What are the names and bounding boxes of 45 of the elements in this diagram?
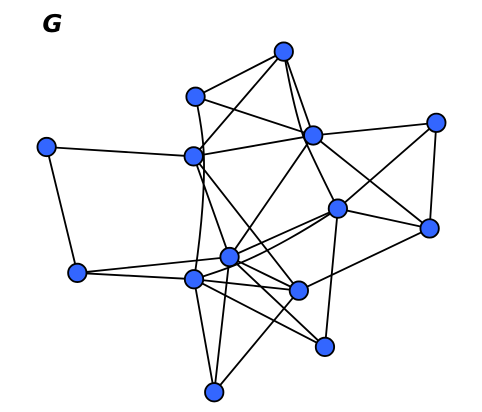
connector — [218, 297, 293, 386]
connector — [55, 146, 184, 157]
connector — [201, 282, 317, 344]
connector — [202, 55, 276, 94]
connector — [202, 279, 290, 291]
connector — [319, 140, 422, 224]
node-circle — [184, 86, 206, 107]
connector — [322, 122, 427, 136]
connector — [86, 257, 220, 273]
node-circle — [273, 42, 294, 62]
node-circle — [66, 262, 87, 284]
connector — [428, 132, 436, 220]
connector — [285, 60, 310, 127]
connector — [194, 288, 214, 384]
connector — [234, 142, 308, 250]
connector — [346, 210, 420, 228]
connector — [47, 156, 76, 264]
node-circle — [204, 382, 224, 402]
connector — [194, 106, 204, 270]
diagram-title: G — [42, 8, 62, 38]
node-circle — [183, 269, 204, 290]
node-circle — [419, 218, 440, 239]
connector — [284, 60, 334, 201]
node-circle — [314, 336, 335, 357]
connector — [204, 98, 304, 134]
connector — [237, 212, 330, 254]
connector — [324, 218, 338, 338]
node-circle — [288, 280, 308, 301]
connector — [195, 164, 227, 249]
node-circle — [327, 198, 348, 219]
connector — [237, 260, 290, 288]
connector — [202, 136, 304, 156]
connector — [344, 128, 430, 204]
node-circle — [302, 125, 323, 146]
node-circle — [218, 246, 240, 268]
connector — [86, 272, 184, 280]
connector — [202, 213, 330, 278]
connector — [198, 163, 294, 284]
connector — [306, 232, 422, 288]
connector — [235, 262, 318, 342]
node-circle — [36, 136, 56, 158]
node-circle — [183, 146, 204, 166]
connector — [214, 266, 229, 384]
node-circle — [426, 112, 446, 133]
connector — [198, 58, 278, 150]
